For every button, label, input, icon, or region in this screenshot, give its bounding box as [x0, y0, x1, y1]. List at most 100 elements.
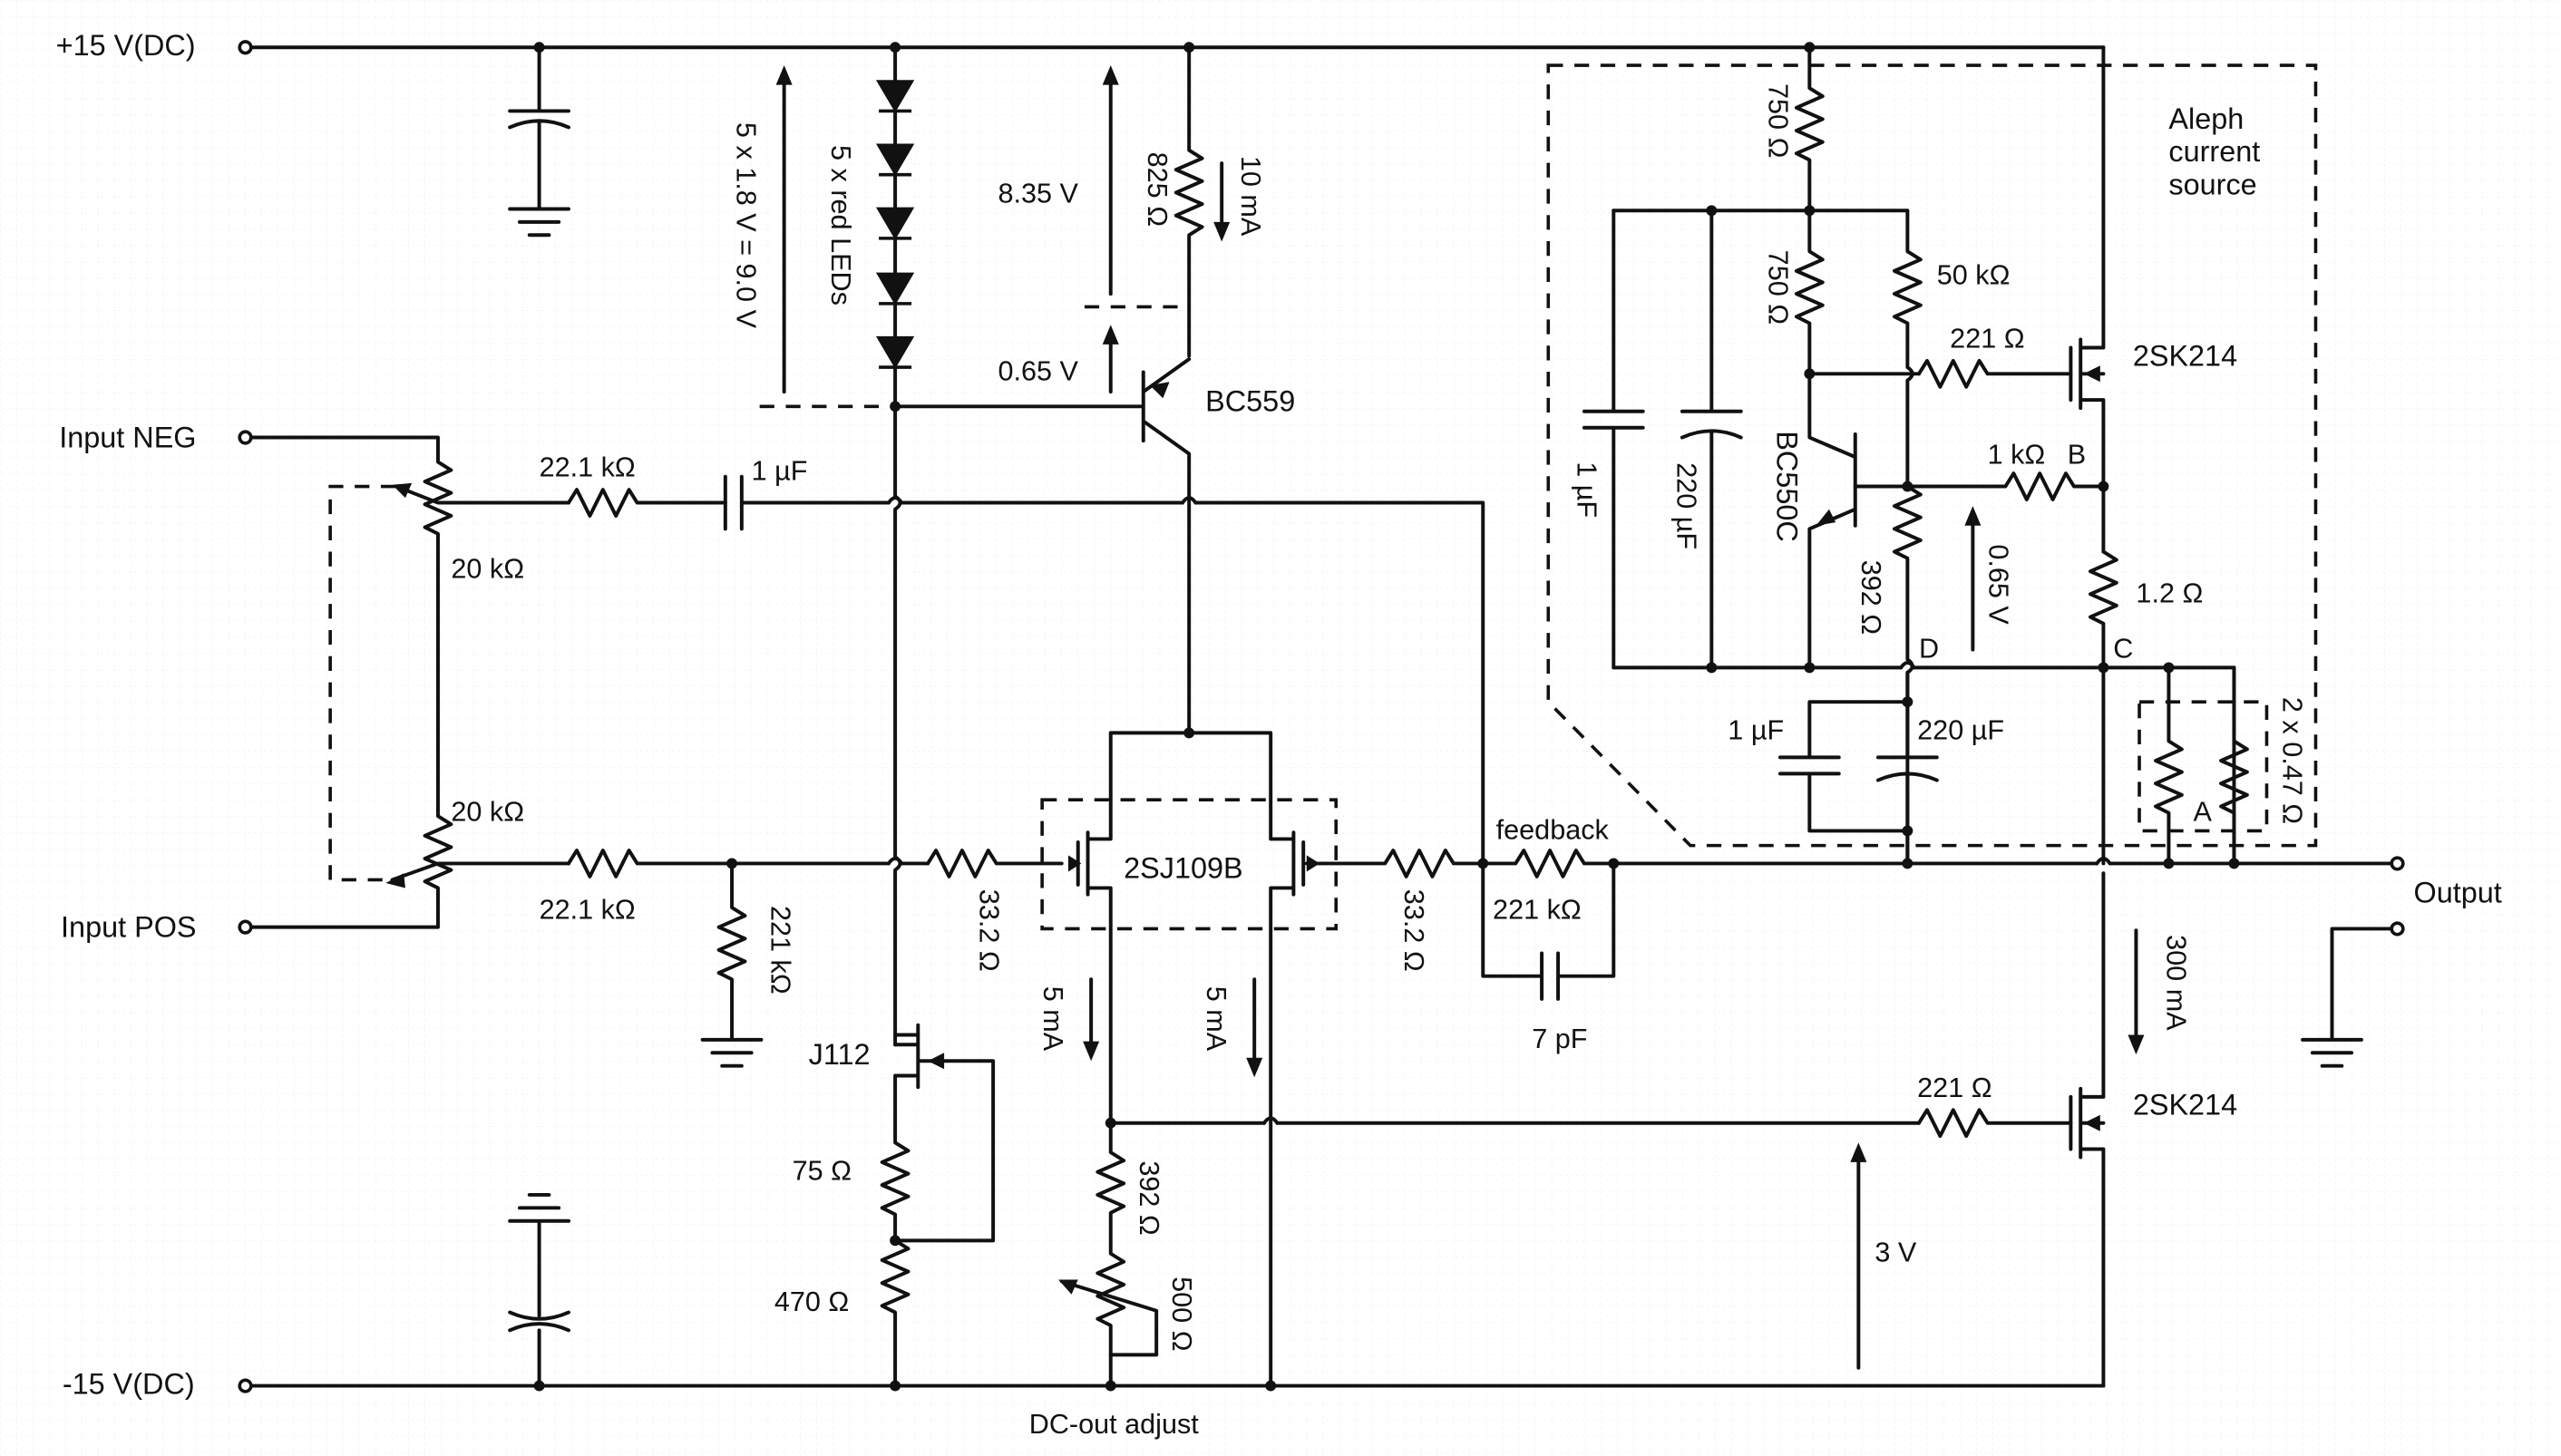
- supply-neg-label: -15 V(DC): [63, 1368, 195, 1401]
- led-voltage-arrow: [775, 65, 793, 394]
- r-221k-shunt: [700, 861, 764, 1068]
- q-j112: [880, 1023, 996, 1392]
- node-c-label: C: [2113, 634, 2133, 665]
- i-10ma-label: 10 mA: [1235, 156, 1266, 237]
- supply-cap-top: [508, 42, 570, 238]
- i-5ma-right-arrow: [1246, 977, 1263, 1078]
- v-3-label: 3 V: [1874, 1238, 1917, 1268]
- output-ground: [2301, 927, 2393, 1068]
- aleph-line3: source: [2168, 168, 2256, 200]
- node-b-label: B: [2068, 439, 2086, 470]
- led-string: [875, 42, 915, 413]
- i-5ma-left-label: 5 mA: [1037, 986, 1068, 1052]
- v-835-arrow: [1102, 65, 1119, 296]
- pot-20k-bottom: [385, 861, 570, 888]
- r-1k-label: 1 kΩ: [1988, 439, 2046, 470]
- dc-adjust-network: [1058, 1116, 1921, 1392]
- r-332-right-label: 33.2 Ω: [1398, 889, 1429, 972]
- pot-20k-bot-label: 20 kΩ: [451, 797, 524, 828]
- r-392-aleph-label: 392 Ω: [1855, 560, 1886, 635]
- v-065a-arrow: [1102, 325, 1119, 394]
- r-825-label: 825 Ω: [1142, 152, 1173, 227]
- input-neg-label: Input NEG: [59, 421, 196, 453]
- r-221k-top-label: 22.1 kΩ: [540, 452, 636, 483]
- q-2sk214-bottom-label: 2SK214: [2133, 1089, 2237, 1121]
- input-pos-label: Input POS: [61, 910, 196, 943]
- pot-20k-top: [249, 435, 570, 929]
- r-750b-label: 750 Ω: [1762, 250, 1793, 325]
- i-5ma-left-arrow: [1083, 977, 1100, 1062]
- i-300ma-label: 300 mA: [2161, 935, 2192, 1031]
- q-bc550c-label: BC550C: [1770, 431, 1803, 541]
- emitter-res-box: [2137, 700, 2269, 833]
- c-220uf-aleph-label: 220 µF: [1671, 462, 1702, 549]
- output-terminal[interactable]: [2390, 856, 2405, 871]
- q-bc559: [893, 357, 1192, 735]
- aleph-circuit: [1582, 42, 2249, 866]
- supply-cap-bottom: [508, 1192, 570, 1392]
- r-332-left: [926, 849, 1064, 878]
- r-221k-top: [567, 488, 727, 518]
- c-220uf-low-label: 220 µF: [1917, 715, 2004, 746]
- v-835-label: 8.35 V: [998, 178, 1079, 209]
- c-7pf: [1481, 861, 1616, 1001]
- r-50k-label: 50 kΩ: [1937, 259, 2011, 290]
- input-neg-terminal[interactable]: [238, 430, 253, 445]
- q-2sk214-bottom: [2069, 871, 2106, 1388]
- c-1uf-input-label: 1 µF: [752, 455, 808, 486]
- led-label: 5 x red LEDs: [825, 145, 856, 306]
- output-ground-terminal[interactable]: [2390, 921, 2405, 937]
- pot-500-label: 500 Ω: [1166, 1276, 1197, 1351]
- dual-jfet-box: [1040, 798, 1339, 931]
- led-voltage-label: 5 x 1.8 V = 9.0 V: [730, 122, 761, 329]
- q-2sk214-top-label: 2SK214: [2133, 339, 2237, 372]
- r-2x047-label: 2 x 0.47 Ω: [2276, 697, 2307, 824]
- r-825: [1173, 42, 1204, 358]
- dc-adjust-label: DC-out adjust: [1029, 1409, 1200, 1440]
- output-label: Output: [2414, 877, 2502, 909]
- c-1uf-aleph-label: 1 µF: [1572, 461, 1602, 518]
- aleph-line2: current: [2168, 135, 2260, 168]
- node-d-label: D: [1919, 634, 1939, 665]
- r-332-right: [1318, 849, 1485, 878]
- r-221k-bottom-label: 22.1 kΩ: [540, 895, 636, 926]
- r-332-left-label: 33.2 Ω: [974, 889, 1005, 972]
- v-065a-label: 0.65 V: [998, 356, 1079, 387]
- v-065b-arrow: [1964, 506, 1982, 652]
- r-12-label: 1.2 Ω: [2136, 578, 2203, 608]
- r-221k-feedback-label: 221 kΩ: [1493, 895, 1582, 926]
- supply-pos-terminal[interactable]: [238, 40, 253, 55]
- v-065b-label: 0.65 V: [1982, 544, 2013, 625]
- r-221-top-label: 221 Ω: [1950, 323, 2024, 354]
- q-2sj109b-label: 2SJ109B: [1124, 852, 1242, 885]
- r-221-bottom-label: 221 Ω: [1917, 1073, 1991, 1103]
- bias-column: [893, 404, 902, 1047]
- c-1uf-low-label: 1 µF: [1728, 715, 1784, 746]
- c-7pf-label: 7 pF: [1532, 1024, 1587, 1054]
- r-75-label: 75 Ω: [793, 1156, 852, 1187]
- r-221k-shunt-label: 221 kΩ: [764, 906, 795, 995]
- input-pos-terminal[interactable]: [238, 919, 253, 935]
- supply-rails: [238, 40, 2106, 1393]
- pot-20k-top-label: 20 kΩ: [451, 553, 524, 584]
- r-750a-label: 750 Ω: [1762, 83, 1793, 158]
- q-bc559-label: BC559: [1205, 385, 1295, 418]
- r-470-label: 470 Ω: [774, 1286, 849, 1317]
- aleph-line1: Aleph: [2168, 102, 2244, 135]
- i-10ma-arrow: [1213, 161, 1231, 242]
- q-2sj109b: [1067, 727, 1322, 1388]
- r-221-bottom: [1916, 1108, 2073, 1139]
- r-392-bottom-label: 392 Ω: [1134, 1160, 1164, 1235]
- pot-gang-link: [328, 484, 396, 882]
- supply-neg-terminal[interactable]: [238, 1378, 253, 1393]
- q-j112-label: J112: [809, 1038, 871, 1071]
- i-5ma-right-label: 5 mA: [1201, 986, 1232, 1052]
- aleph-box: [1546, 63, 2318, 848]
- v-3-arrow: [1850, 1142, 1867, 1370]
- node-a-label: A: [2193, 797, 2212, 828]
- i-300ma-arrow: [2128, 928, 2145, 1055]
- supply-pos-label: +15 V(DC): [56, 29, 196, 62]
- feedback-label: feedback: [1496, 814, 1610, 845]
